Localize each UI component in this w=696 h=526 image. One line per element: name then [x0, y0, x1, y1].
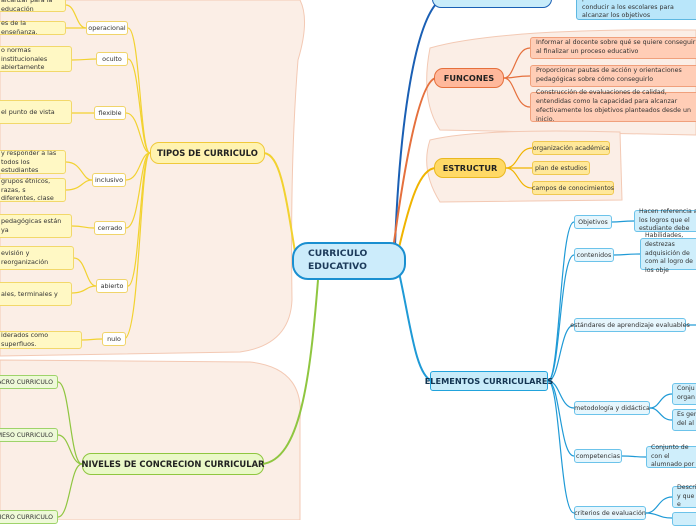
- branch-top: [394, 0, 441, 246]
- funcion-item[interactable]: Construcción de evaluaciones de calidad,…: [530, 89, 696, 123]
- estructura-item[interactable]: plan de estudios: [532, 161, 590, 175]
- tipo-leaf[interactable]: pedagógicas están ya: [0, 214, 72, 238]
- branch-niveles: [261, 279, 319, 465]
- tipo-cerrado[interactable]: cerrado: [94, 221, 126, 235]
- elemento-criterios[interactable]: criterios de evaluación: [574, 506, 646, 520]
- elemento-metodologia[interactable]: metodología y didáctica: [574, 401, 650, 415]
- elemento-contenidos[interactable]: contenidos: [574, 248, 614, 262]
- center-title-line1: CURRICULO: [308, 248, 368, 260]
- tipo-oculto[interactable]: oculto: [96, 52, 128, 66]
- tipos-curriculo-node[interactable]: TIPOS DE CURRICULO: [150, 142, 265, 164]
- funcion-item[interactable]: Proporcionar pautas de acción y orientac…: [530, 65, 696, 87]
- tipo-leaf[interactable]: o normas institucionales abiertamente: [0, 46, 72, 72]
- elemento-detail[interactable]: Habilidades, destrezas adquisición de co…: [640, 232, 696, 274]
- tipos-region: [0, 0, 305, 357]
- tipo-leaf[interactable]: el punto de vista: [0, 100, 72, 124]
- tipo-leaf[interactable]: grupos étnicos, razas, s diferentes, cla…: [0, 177, 66, 202]
- funcion-item[interactable]: Informar al docente sobre qué se quiere …: [530, 37, 696, 59]
- branch-tipos: [263, 152, 297, 259]
- tipo-flexible[interactable]: flexible: [94, 106, 126, 120]
- curriculo-educativo-central-node[interactable]: CURRICULO EDUCATIVO: [292, 242, 406, 280]
- tipo-nulo[interactable]: nulo: [102, 332, 126, 346]
- nivel-meso[interactable]: MESO CURRICULO: [0, 428, 58, 442]
- branch-funciones: [392, 77, 437, 251]
- branch-elementos: [397, 267, 433, 382]
- elemento-objetivos[interactable]: Objetivos: [574, 215, 612, 229]
- nivel-micro[interactable]: MICRO CURRICULO: [0, 510, 58, 524]
- niveles-concrecion-node[interactable]: NIVELES DE CONCRECION CURRICULAR: [82, 453, 265, 475]
- tipo-leaf[interactable]: es de la enseñanza.: [0, 19, 66, 36]
- elemento-detail[interactable]: Es ger del al: [672, 409, 696, 431]
- elemento-competencias[interactable]: competencias: [574, 449, 622, 463]
- funciones-node[interactable]: FUNCONES: [434, 68, 504, 88]
- top-branch-node[interactable]: [432, 0, 552, 8]
- elemento-detail[interactable]: [672, 512, 696, 526]
- niveles-region: [0, 359, 301, 520]
- elemento-estandares[interactable]: estándares de aprendizaje evaluables: [570, 318, 690, 332]
- elementos-curriculares-node[interactable]: ELEMENTOS CURRICULARES: [425, 371, 553, 391]
- tipo-leaf[interactable]: iderados como superfluos.: [0, 331, 82, 349]
- estructura-node[interactable]: ESTRUCTUR: [434, 158, 506, 178]
- tipo-abierto[interactable]: abierto: [96, 279, 128, 293]
- elemento-detail[interactable]: Hacen referencia a los logros que el est…: [634, 208, 696, 232]
- tipo-leaf[interactable]: alcanzar para la educación: [0, 0, 66, 13]
- tipo-leaf[interactable]: y responder a las todos los estudiantes: [0, 149, 66, 174]
- tipo-leaf[interactable]: evisión y reorganización: [0, 246, 74, 270]
- estructura-item[interactable]: organización académica: [532, 141, 610, 155]
- tipo-leaf[interactable]: ales, terminales y: [0, 282, 72, 306]
- center-title: CURRICULO EDUCATIVO: [308, 248, 367, 274]
- estructura-item[interactable]: campos de conocimientos: [532, 181, 614, 195]
- elemento-detail[interactable]: Descri y que e: [672, 484, 696, 508]
- nivel-macro[interactable]: ACRO CURRICULO: [0, 375, 58, 389]
- branch-estructura: [397, 167, 437, 253]
- elemento-detail[interactable]: Conjunto de con el alumnado por: [646, 444, 696, 468]
- tipo-inclusivo[interactable]: inclusivo: [92, 173, 126, 187]
- tipo-operacional[interactable]: operacional: [86, 21, 128, 35]
- center-title-line2: EDUCATIVO: [308, 261, 367, 272]
- top-branch-leaf[interactable]: proceso educativo con el fin de conducir…: [576, 0, 696, 20]
- elemento-detail[interactable]: Conju organ: [672, 383, 696, 405]
